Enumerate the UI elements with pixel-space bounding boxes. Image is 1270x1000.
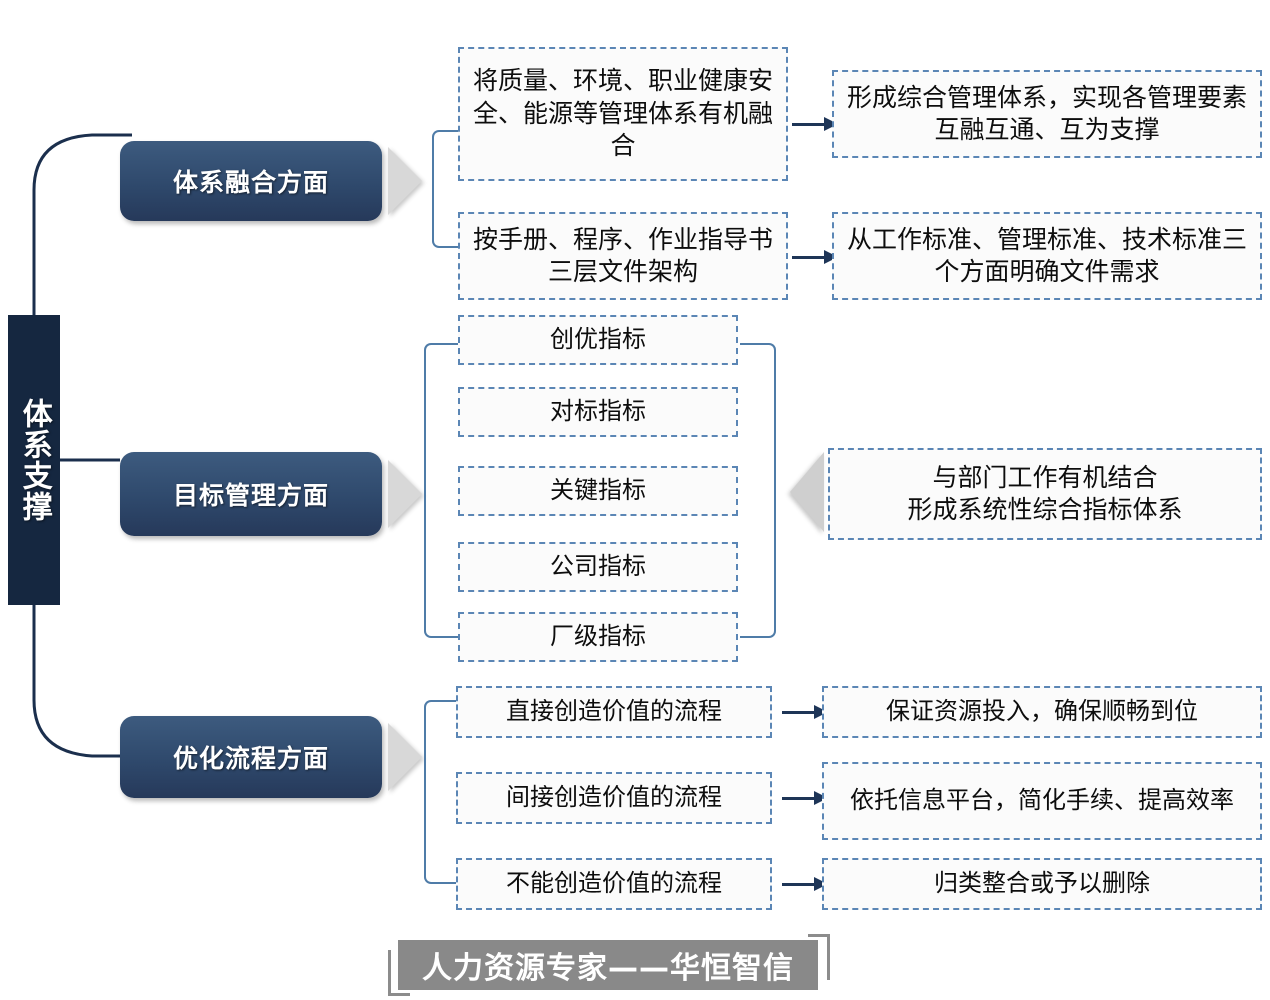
branch-3-source-2[interactable]: 间接创造价值的流程 bbox=[456, 772, 772, 824]
spine-label-box: 体系支撑 bbox=[8, 315, 60, 605]
branch-3-source-3[interactable]: 不能创造价值的流程 bbox=[456, 858, 772, 910]
branch-2-summary-box[interactable]: 与部门工作有机结合 形成系统性综合指标体系 bbox=[828, 448, 1262, 540]
category-pill-2[interactable]: 目标管理方面 bbox=[120, 452, 382, 536]
indicator-box-1[interactable]: 创优指标 bbox=[458, 315, 738, 365]
branch-3-target-1-text: 保证资源投入，确保顺畅到位 bbox=[886, 697, 1198, 726]
category-pill-1[interactable]: 体系融合方面 bbox=[120, 141, 382, 221]
indicator-box-5-text: 厂级指标 bbox=[550, 622, 646, 651]
branch-3-arrow-3 bbox=[782, 877, 828, 891]
branch-2-right-bracket bbox=[740, 343, 776, 638]
branch-2-summary-text: 与部门工作有机结合 形成系统性综合指标体系 bbox=[907, 462, 1183, 525]
branch-1-target-1[interactable]: 形成综合管理体系，实现各管理要素互融互通、互为支撑 bbox=[832, 70, 1262, 158]
indicator-box-1-text: 创优指标 bbox=[550, 325, 646, 354]
branch-3-source-1-text: 直接创造价值的流程 bbox=[506, 697, 722, 726]
branch-1-source-2-text: 按手册、程序、作业指导书三层文件架构 bbox=[472, 224, 773, 287]
branch-1-target-1-text: 形成综合管理体系，实现各管理要素互融互通、互为支撑 bbox=[846, 82, 1247, 145]
branch-1-arrow-2 bbox=[792, 250, 838, 264]
pill-3-arrow-icon bbox=[388, 723, 422, 791]
indicator-box-4[interactable]: 公司指标 bbox=[458, 542, 738, 592]
category-pill-1-label: 体系融合方面 bbox=[172, 168, 329, 197]
spine-label-text: 体系支撑 bbox=[16, 398, 52, 522]
branch-1-target-2-text: 从工作标准、管理标准、技术标准三个方面明确文件需求 bbox=[846, 224, 1247, 287]
category-pill-3-label: 优化流程方面 bbox=[172, 744, 329, 773]
branch-1-arrow-1 bbox=[792, 117, 838, 131]
pill-1-arrow-icon bbox=[388, 147, 422, 215]
indicator-box-3-text: 关键指标 bbox=[550, 476, 646, 505]
branch-3-target-1[interactable]: 保证资源投入，确保顺畅到位 bbox=[822, 686, 1262, 738]
branch-3-source-2-text: 间接创造价值的流程 bbox=[506, 783, 722, 812]
indicator-box-5[interactable]: 厂级指标 bbox=[458, 612, 738, 662]
branch-2-summary-arrow-icon bbox=[790, 452, 824, 532]
footer-bracket-right bbox=[808, 934, 830, 980]
footer-banner-text: 人力资源专家——华恒智信 bbox=[422, 951, 794, 986]
footer-banner: 人力资源专家——华恒智信 bbox=[398, 940, 818, 990]
indicator-box-3[interactable]: 关键指标 bbox=[458, 466, 738, 516]
branch-1-source-1[interactable]: 将质量、环境、职业健康安全、能源等管理体系有机融合 bbox=[458, 47, 788, 181]
branch-1-source-1-text: 将质量、环境、职业健康安全、能源等管理体系有机融合 bbox=[472, 66, 773, 161]
branch-3-bracket bbox=[424, 700, 460, 884]
indicator-box-4-text: 公司指标 bbox=[550, 552, 646, 581]
branch-3-target-2-text: 依托信息平台，简化手续、提高效率 bbox=[850, 786, 1234, 815]
indicator-box-2[interactable]: 对标指标 bbox=[458, 387, 738, 437]
branch-3-arrow-2 bbox=[782, 791, 828, 805]
branch-1-source-2[interactable]: 按手册、程序、作业指导书三层文件架构 bbox=[458, 212, 788, 300]
branch-3-source-3-text: 不能创造价值的流程 bbox=[506, 869, 722, 898]
branch-2-left-bracket bbox=[424, 343, 460, 638]
branch-3-arrow-1 bbox=[782, 705, 828, 719]
branch-3-target-2[interactable]: 依托信息平台，简化手续、提高效率 bbox=[822, 762, 1262, 840]
pill-2-arrow-icon bbox=[388, 460, 422, 528]
branch-3-target-3[interactable]: 归类整合或予以删除 bbox=[822, 858, 1262, 910]
branch-1-target-2[interactable]: 从工作标准、管理标准、技术标准三个方面明确文件需求 bbox=[832, 212, 1262, 300]
branch-3-source-1[interactable]: 直接创造价值的流程 bbox=[456, 686, 772, 738]
category-pill-3[interactable]: 优化流程方面 bbox=[120, 716, 382, 798]
branch-1-bracket bbox=[432, 130, 460, 248]
category-pill-2-label: 目标管理方面 bbox=[172, 481, 329, 510]
indicator-box-2-text: 对标指标 bbox=[550, 397, 646, 426]
branch-3-target-3-text: 归类整合或予以删除 bbox=[934, 869, 1150, 898]
footer-bracket-left bbox=[388, 950, 410, 996]
